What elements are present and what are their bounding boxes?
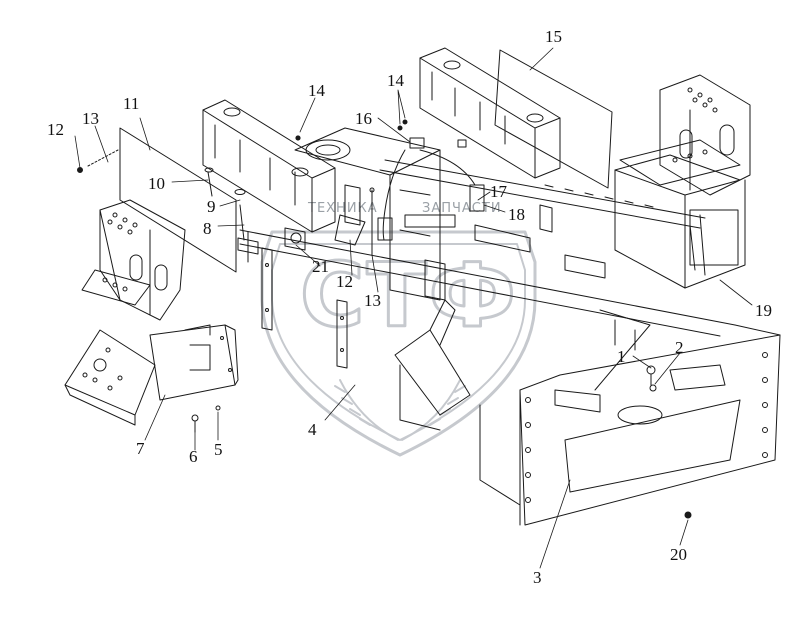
- callout-12b: 12: [336, 272, 353, 291]
- part-19-box: [614, 154, 746, 289]
- callout-labels: 1 2 3 4 5 6 7 8 9 10 11 12 12 13 13 14 1…: [47, 27, 772, 587]
- callout-16: 16: [355, 109, 372, 128]
- vertical-posts: [261, 247, 348, 369]
- leader-lines: [74, 47, 753, 569]
- center-brackets: [237, 184, 606, 301]
- callout-9: 9: [207, 197, 216, 216]
- callout-18: 18: [508, 205, 525, 224]
- left-step-upper: [81, 199, 186, 321]
- callout-5: 5: [214, 440, 223, 459]
- left-step-lower: [64, 329, 156, 426]
- callout-15: 15: [545, 27, 562, 46]
- part-3-rear-crossmember: [479, 309, 781, 526]
- callout-12a: 12: [47, 120, 64, 139]
- watermark-logo-text: СТФ: [300, 244, 518, 347]
- callout-10: 10: [148, 174, 165, 193]
- callout-8: 8: [203, 219, 212, 238]
- callout-11: 11: [123, 94, 139, 113]
- part-11-front-plate: [119, 127, 237, 273]
- bolt-holes: [525, 352, 768, 503]
- right-step-holes: [672, 87, 718, 163]
- frame-left-beam: [239, 229, 736, 337]
- front-box-beam: [202, 99, 336, 233]
- callout-21: 21: [312, 257, 329, 276]
- callout-1: 1: [617, 347, 626, 366]
- callout-13b: 13: [364, 291, 381, 310]
- center-flange-plate: [294, 127, 441, 301]
- step-holes: [102, 212, 138, 292]
- callout-3: 3: [533, 568, 542, 587]
- callout-20: 20: [670, 545, 687, 564]
- callout-7: 7: [136, 439, 145, 458]
- callout-2: 2: [675, 338, 684, 357]
- part-4-gusset: [394, 299, 471, 431]
- callout-13a: 13: [82, 109, 99, 128]
- part-15-rear-plate: [494, 49, 613, 189]
- right-step: [619, 74, 751, 196]
- callout-17: 17: [490, 182, 508, 201]
- frame-right-beam: [379, 159, 706, 229]
- fasteners: [77, 119, 692, 519]
- callout-19: 19: [755, 301, 772, 320]
- part-7-bracket: [149, 324, 239, 401]
- rear-box-beam: [419, 47, 561, 179]
- callout-4: 4: [308, 420, 317, 439]
- wheat-ears-icon: [334, 379, 466, 441]
- watermark-text-left: ТЕХНИКА: [307, 201, 378, 216]
- callout-6: 6: [189, 447, 198, 466]
- watermark-text-right: ЗАПЧАСТИ: [422, 201, 502, 216]
- part-16-hose: [377, 137, 485, 241]
- callout-14b: 14: [387, 71, 405, 90]
- callout-14a: 14: [308, 81, 326, 100]
- watermark-logo: СТФ: [260, 230, 537, 457]
